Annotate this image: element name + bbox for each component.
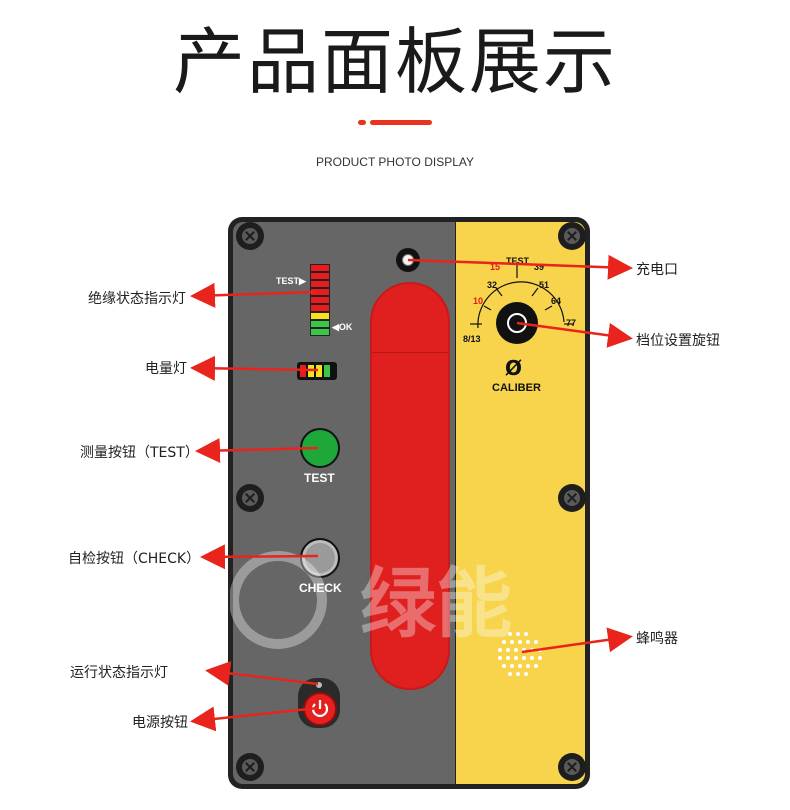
title-dash-long bbox=[370, 120, 432, 125]
callout-charge-port: 充电口 bbox=[636, 262, 678, 278]
dial-number: 10 bbox=[473, 296, 484, 306]
screw-icon bbox=[236, 222, 264, 250]
title-dash-short bbox=[358, 120, 366, 125]
page-title: 产品面板展示 bbox=[172, 20, 617, 104]
dial-number: 15 bbox=[490, 262, 501, 272]
screw-icon bbox=[558, 753, 586, 781]
status-bar-segment bbox=[310, 280, 330, 288]
check-button-label: CHECK bbox=[299, 581, 342, 595]
callout-battery-light: 电量灯 bbox=[145, 361, 187, 377]
status-bar-segment bbox=[310, 320, 330, 328]
check-button[interactable] bbox=[300, 538, 340, 578]
screw-icon bbox=[236, 753, 264, 781]
dial-number: 77 bbox=[566, 318, 577, 328]
run-status-led bbox=[316, 682, 322, 688]
callout-insulation-status-light: 绝缘状态指示灯 bbox=[88, 291, 186, 307]
status-bar-segment bbox=[310, 304, 330, 312]
status-bar-segment bbox=[310, 272, 330, 280]
status-bar-segment bbox=[310, 296, 330, 304]
watermark-text: 绿能 bbox=[360, 559, 512, 648]
status-bar-segment bbox=[310, 264, 330, 272]
red-display-window bbox=[370, 282, 450, 690]
window-divider bbox=[372, 352, 448, 353]
callout-range-knob: 档位设置旋钮 bbox=[636, 333, 720, 349]
dial-number: 51 bbox=[539, 280, 550, 290]
dial-number: 32 bbox=[487, 280, 498, 290]
callout-run-status-light: 运行状态指示灯 bbox=[70, 665, 168, 681]
screw-icon bbox=[558, 484, 586, 512]
page-subtitle: PRODUCT PHOTO DISPLAY bbox=[315, 155, 475, 169]
status-bar-segment bbox=[310, 328, 330, 336]
test-button-label: TEST bbox=[304, 471, 335, 485]
callout-buzzer: 蜂鸣器 bbox=[636, 631, 678, 647]
dial-number: TEST bbox=[506, 256, 530, 266]
callout-test-button: 测量按钮（TEST） bbox=[80, 445, 199, 461]
callout-power-button: 电源按钮 bbox=[132, 715, 188, 731]
bar-label-ok: ◀OK bbox=[332, 322, 353, 332]
dial-scale bbox=[470, 262, 574, 329]
dial-number: 8/13 bbox=[463, 334, 481, 344]
dial-number: 39 bbox=[534, 262, 545, 272]
status-bar-segment bbox=[310, 312, 330, 320]
callout-check-button: 自检按钮（CHECK） bbox=[68, 551, 201, 567]
watermark-logo: 绿能 bbox=[230, 551, 512, 649]
bar-label-test: TEST▶ bbox=[276, 276, 306, 286]
dial-caption: CALIBER bbox=[492, 382, 541, 394]
screw-icon bbox=[558, 222, 586, 250]
dial-symbol: Ø bbox=[505, 356, 523, 380]
screw-icon bbox=[236, 484, 264, 512]
dial-number: 64 bbox=[551, 296, 562, 306]
